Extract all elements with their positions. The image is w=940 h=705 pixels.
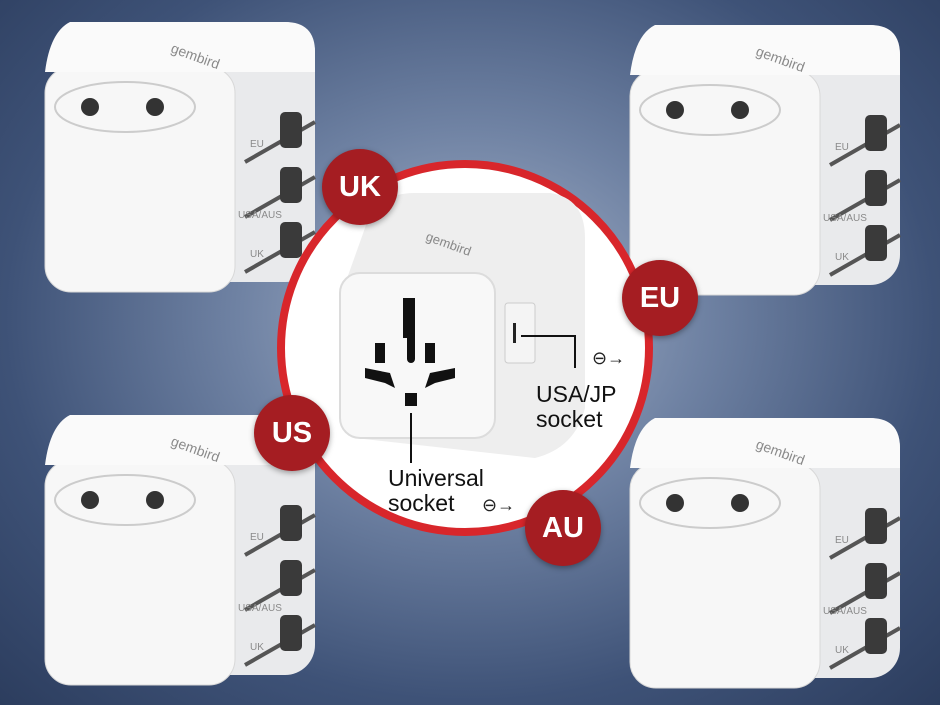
universal-label-line1: Universal: [388, 465, 484, 491]
svg-text:UK: UK: [835, 645, 849, 656]
adapter-eu-plugs: EU USA/AUS UK gembird: [625, 15, 905, 300]
universal-label-line2: socket: [388, 490, 455, 516]
adapter-us-plugs: EU USA/AUS UK gembird: [40, 405, 320, 690]
adapter-uk-plugs: EU USA/AUS UK gembird: [40, 12, 320, 297]
svg-text:USA/AUS: USA/AUS: [823, 606, 867, 617]
plug-arrow-icon: ⊖→: [482, 495, 516, 515]
plug-arrow-icon: ⊖→: [592, 348, 626, 368]
svg-text:USA/AUS: USA/AUS: [238, 603, 282, 614]
badge-uk: UK: [322, 149, 398, 225]
svg-text:EU: EU: [250, 139, 264, 150]
svg-text:EU: EU: [250, 532, 264, 543]
usa-jp-label-line2: socket: [536, 406, 603, 432]
center-ring: gembird: [277, 160, 653, 536]
svg-text:UK: UK: [835, 252, 849, 263]
badge-us: US: [254, 395, 330, 471]
svg-text:EU: EU: [835, 142, 849, 153]
svg-text:EU: EU: [835, 535, 849, 546]
svg-text:USA/AUS: USA/AUS: [238, 210, 282, 221]
badge-au: AU: [525, 490, 601, 566]
adapter-au-plugs: EU USA/AUS UK gembird: [625, 408, 905, 693]
center-adapter-image: gembird: [339, 193, 585, 463]
svg-text:USA/AUS: USA/AUS: [823, 213, 867, 224]
svg-text:UK: UK: [250, 249, 264, 260]
svg-text:UK: UK: [250, 642, 264, 653]
usa-jp-label-line1: USA/JP: [536, 381, 617, 407]
universal-socket-label: Universal socket: [388, 466, 484, 516]
usa-jp-socket-label: USA/JP socket: [536, 382, 617, 432]
badge-eu: EU: [622, 260, 698, 336]
